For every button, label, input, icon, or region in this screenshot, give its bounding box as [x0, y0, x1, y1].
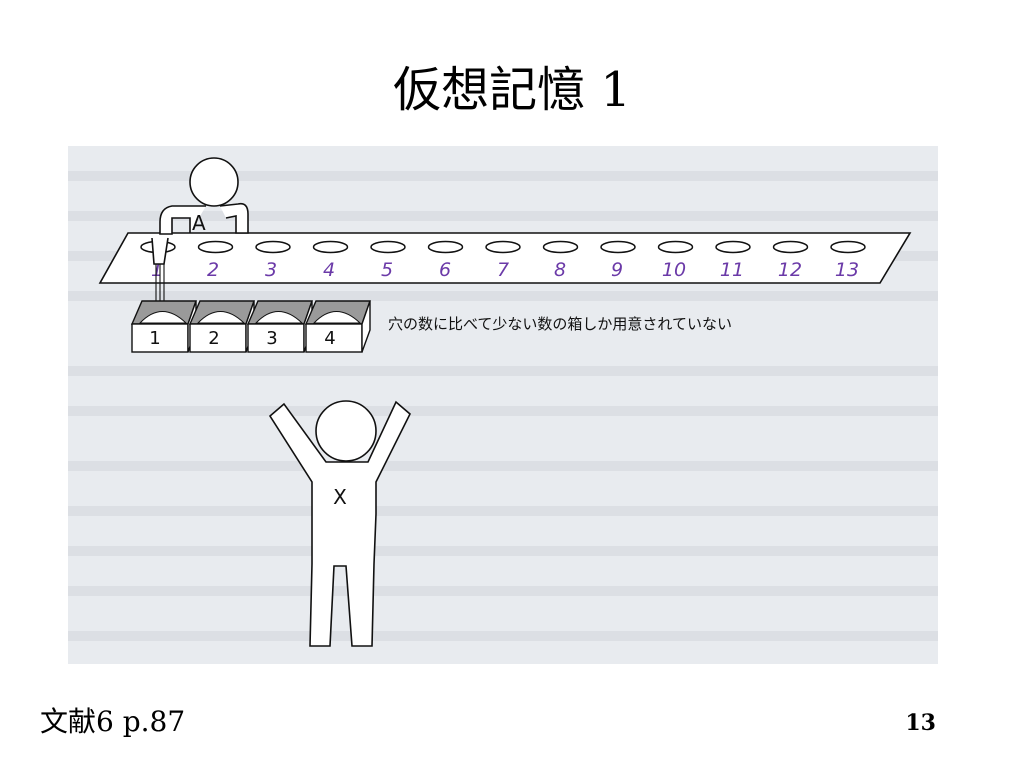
slot-number: 4	[323, 259, 335, 281]
slot-hole	[427, 240, 464, 254]
slot-hole	[772, 240, 809, 254]
memory-box	[188, 300, 255, 353]
memory-box	[246, 300, 313, 353]
page-number: 13	[905, 710, 936, 736]
slot-number: 11	[720, 259, 744, 281]
slot-hole	[542, 240, 579, 254]
slot-number: 7	[497, 259, 509, 281]
figure-drawing: 1 2 3 4 5 6 7 8 9 10 11 12 13 A	[68, 157, 938, 647]
slot-number: 5	[381, 259, 393, 281]
slot-hole	[657, 240, 694, 254]
boxes	[130, 300, 371, 353]
person-x-label: X	[333, 485, 347, 509]
person-a-label: A	[192, 211, 206, 235]
slot-number: 6	[439, 259, 451, 281]
slide-title: 仮想記憶 1	[393, 62, 631, 118]
slot-hole	[197, 240, 234, 254]
figure-caption: 穴の数に比べて少ない数の箱しか用意されていない	[388, 315, 732, 333]
box-number: 4	[324, 328, 335, 349]
slot-board	[98, 232, 912, 284]
slot-hole	[485, 240, 521, 254]
slot-labels: 1 2 3 4 5 6 7 8 9 10 11 12 13	[151, 259, 859, 281]
slot-hole	[600, 240, 636, 254]
slot-hole	[715, 240, 751, 254]
virtual-memory-figure: 1 2 3 4 5 6 7 8 9 10 11 12 13 A	[68, 146, 938, 664]
box-number: 2	[208, 328, 219, 349]
box-number: 3	[266, 328, 277, 349]
slot-number: 3	[265, 259, 277, 281]
slot-number: 12	[778, 259, 802, 281]
slot-number: 10	[662, 259, 686, 281]
reference-citation: 文献6 p.87	[40, 705, 186, 738]
slot-number: 2	[207, 259, 219, 281]
slot-number: 9	[611, 259, 623, 281]
slot-number: 8	[554, 259, 566, 281]
slot-number: 13	[835, 259, 859, 281]
memory-box	[130, 300, 197, 353]
slot-hole	[370, 240, 406, 254]
slot-hole	[830, 240, 866, 254]
person-x	[268, 400, 411, 647]
person-a	[151, 157, 249, 304]
slot-hole	[255, 240, 291, 254]
box-number: 1	[149, 328, 160, 349]
memory-box	[304, 300, 371, 353]
slot-hole	[312, 240, 349, 254]
